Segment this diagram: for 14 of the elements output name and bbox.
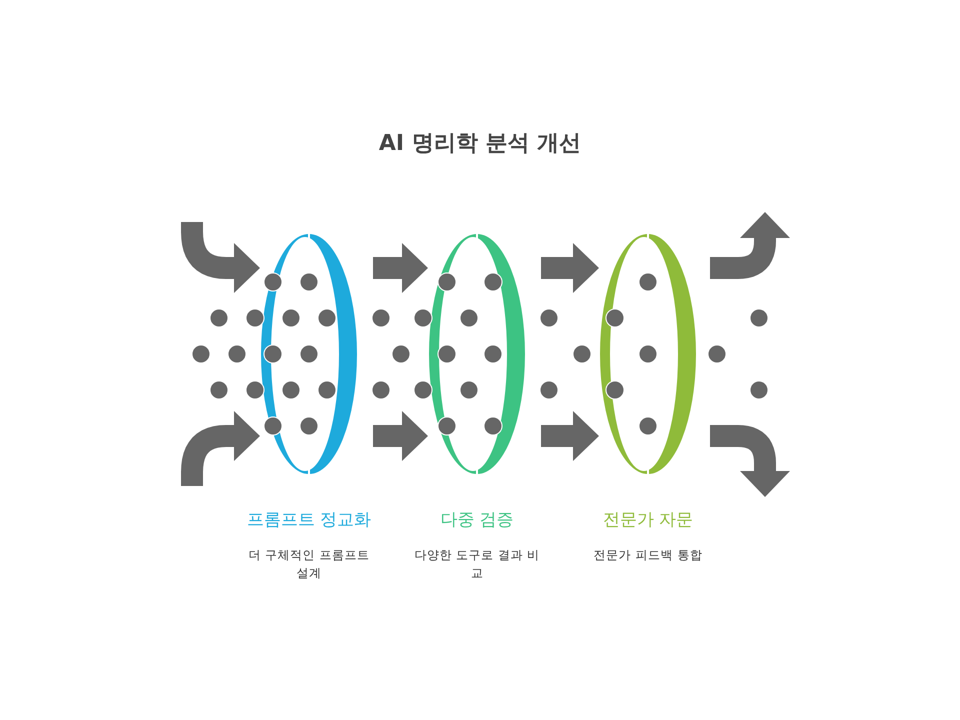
arrow xyxy=(541,411,599,461)
step-heading: 프롬프트 정교화 xyxy=(246,509,372,531)
step-heading: 다중 검증 xyxy=(439,509,515,531)
arrow xyxy=(373,243,428,293)
diagram-title: AI 명리학 분석 개선 xyxy=(378,130,582,158)
arrow xyxy=(181,222,260,293)
step-description: 전문가 피드백 통합 xyxy=(592,547,704,564)
arrow xyxy=(541,243,599,293)
arrow xyxy=(373,411,428,461)
step-description: 더 구체적인 프롬프트 설계 xyxy=(247,547,371,582)
arrow xyxy=(710,425,790,497)
arrow xyxy=(710,212,790,279)
step-heading: 전문가 자문 xyxy=(602,509,694,531)
step-description: 다양한 도구로 결과 비교 xyxy=(413,547,541,582)
